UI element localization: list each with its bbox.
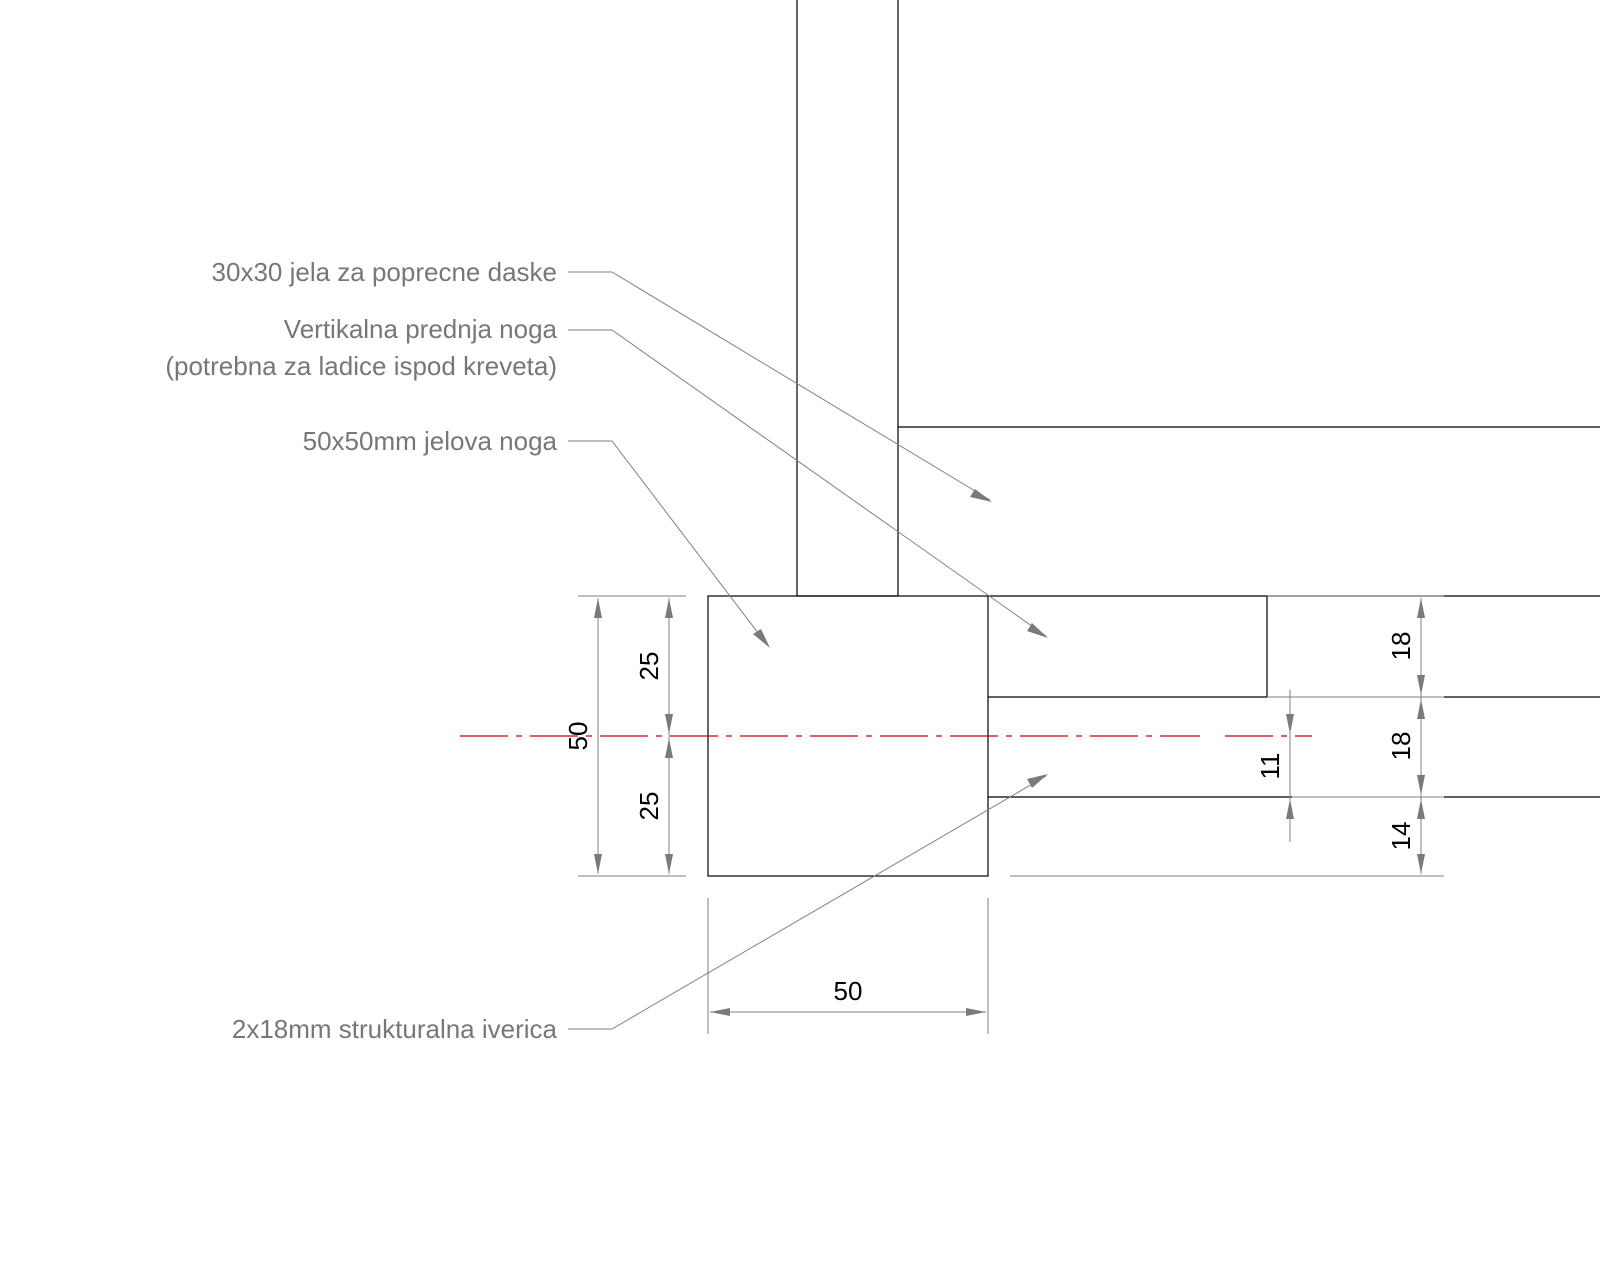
label-chipboard: 2x18mm strukturalna iverica <box>232 1014 558 1044</box>
geometry <box>707 0 1600 877</box>
label-leg: 50x50mm jelova noga <box>303 426 558 456</box>
arrowhead <box>710 1008 730 1016</box>
label-top-bars: 30x30 jela za poprecne daske <box>212 257 557 287</box>
leader-chipboard <box>568 775 1047 1030</box>
dim-offset: 11 <box>1255 753 1285 780</box>
arrowhead <box>665 854 673 874</box>
label-front-leg: Vertikalna prednja noga <box>284 314 558 344</box>
leader-top-bars <box>568 271 991 501</box>
arrowhead <box>1286 714 1294 734</box>
arrowhead <box>665 598 673 618</box>
arrowhead <box>1417 598 1425 618</box>
arrowhead <box>1417 799 1425 819</box>
dim-width: 50 <box>834 976 863 1006</box>
dim-height-total: 50 <box>563 722 593 751</box>
dim-panel-top: 18 <box>1386 632 1416 661</box>
arrowhead <box>594 598 602 618</box>
arrowhead <box>1417 675 1425 695</box>
dim-panel-mid: 18 <box>1386 732 1416 761</box>
arrowhead <box>1027 774 1048 788</box>
right-dimensions: 18 18 14 11 <box>1255 595 1444 874</box>
arrowhead <box>1417 775 1425 795</box>
arrowhead <box>966 1008 986 1016</box>
leaders <box>568 271 1048 1030</box>
arrowhead <box>753 629 770 648</box>
arrowhead <box>1417 854 1425 874</box>
bottom-dimension: 50 <box>707 898 989 1034</box>
dim-lower-half: 25 <box>634 792 664 821</box>
leader-front-leg <box>568 329 1047 637</box>
left-dimensions: 50 25 25 <box>563 595 686 877</box>
arrowhead <box>665 738 673 758</box>
label-front-leg-note: (potrebna za ladice ispod kreveta) <box>165 351 557 381</box>
labels: 30x30 jela za poprecne daske Vertikalna … <box>165 257 557 1044</box>
dim-panel-bottom: 14 <box>1386 822 1416 851</box>
arrowhead <box>594 854 602 874</box>
arrowhead <box>1027 623 1048 638</box>
dim-upper-half: 25 <box>634 652 664 681</box>
arrowhead <box>665 714 673 734</box>
arrowhead <box>970 489 992 502</box>
arrowhead <box>1286 799 1294 819</box>
arrowhead <box>1417 699 1425 719</box>
leader-leg <box>568 440 769 647</box>
